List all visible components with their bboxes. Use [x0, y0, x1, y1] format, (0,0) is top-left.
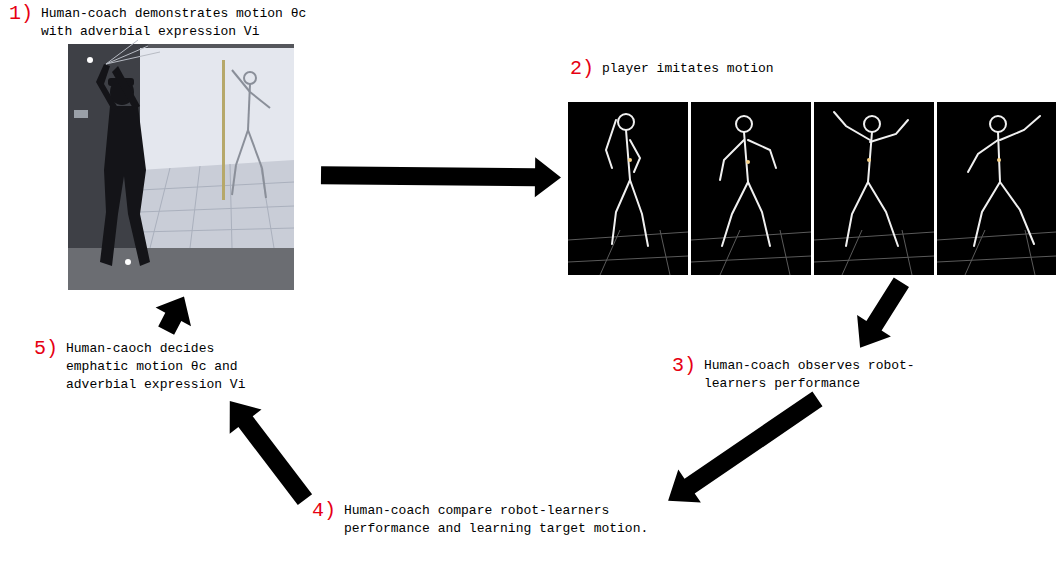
- skeleton-frames: [568, 102, 1056, 275]
- step-text: Human-coach compare robot-learners perfo…: [344, 500, 659, 538]
- step-number: 1): [9, 3, 33, 25]
- flow-arrow: [321, 157, 561, 197]
- step-node: 3) Human-coach observes robot-learners pe…: [668, 352, 924, 396]
- step-number: 3): [672, 355, 696, 377]
- capture-photo: [68, 40, 294, 290]
- step-text: Human-coach demonstrates motion θc with …: [41, 3, 311, 41]
- step-text: player imitates motion: [602, 58, 902, 78]
- step-text: Human-coach observes robot-learners perf…: [704, 355, 919, 393]
- step-number: 2): [570, 58, 594, 80]
- step-node: 2) player imitates motion: [566, 55, 1056, 278]
- flow-arrow: [156, 296, 191, 334]
- step-node: 5) Human-caoch decides emphatic motion θc…: [30, 335, 276, 397]
- flow-arrow: [668, 391, 822, 502]
- step-number: 5): [34, 338, 58, 360]
- step-text: Human-caoch decides emphatic motion θc a…: [66, 338, 271, 394]
- flow-arrow: [857, 277, 909, 347]
- step-number: 4): [312, 500, 336, 522]
- flow-arrow: [230, 401, 312, 505]
- step-node: 1) Human-coach demonstrates motion θc wit…: [5, 0, 316, 292]
- step-node: 4) Human-coach compare robot-learners per…: [308, 497, 664, 541]
